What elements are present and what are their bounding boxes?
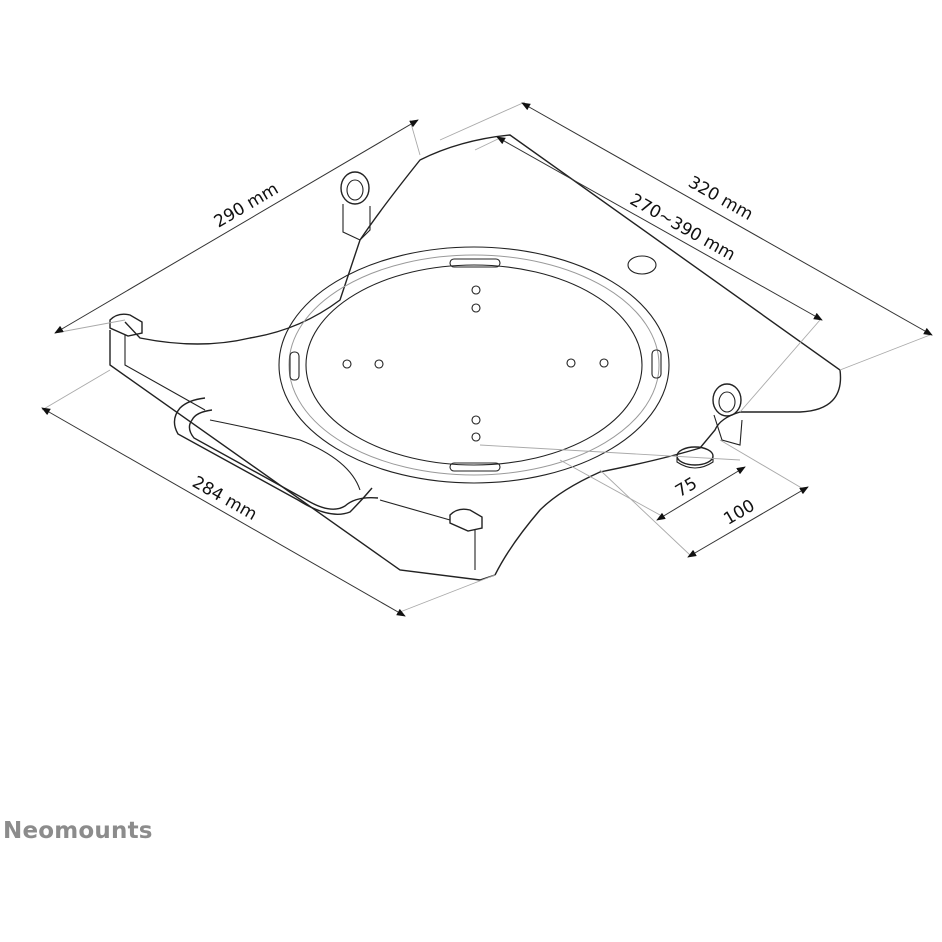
knob-icon: [676, 383, 743, 469]
extension-lines: [41, 101, 931, 613]
knob-icon: [340, 171, 371, 241]
dim-line-290: [54, 119, 419, 334]
vesa-hole-icon: [471, 285, 481, 295]
label-75: 75: [672, 474, 701, 502]
dim-line-100: [687, 486, 809, 558]
label-320-mm: 320 mm: [685, 172, 757, 224]
vesa-holes: [342, 285, 609, 442]
brand-logo: Neomounts: [3, 818, 153, 844]
rotating-plate: [278, 246, 670, 484]
dim-line-284: [41, 407, 406, 617]
label-100: 100: [720, 496, 758, 530]
cup-holder-icon: [627, 255, 657, 275]
dimension-labels: 320 mm 270~390 mm 290 mm 284 mm 75 100: [189, 172, 759, 529]
dim-line-320: [521, 102, 933, 336]
dimension-lines: [41, 102, 933, 617]
dim-line-270-390: [496, 136, 823, 321]
